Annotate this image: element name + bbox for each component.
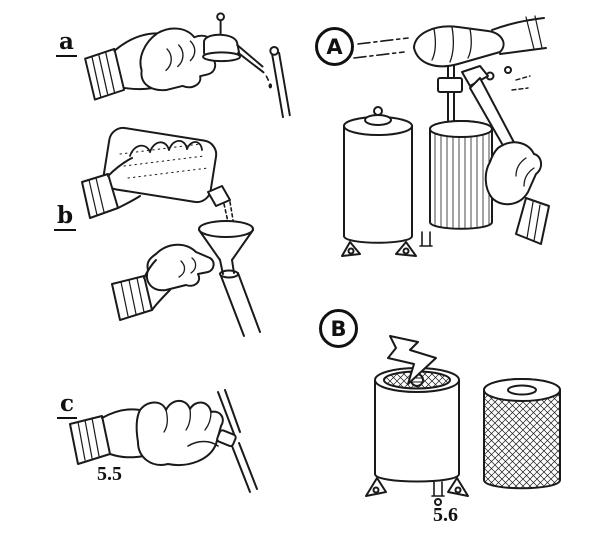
open-housing <box>374 367 460 483</box>
step-label-A: A <box>326 34 343 59</box>
pouring-oil-funnel-illustration <box>81 126 261 337</box>
lower-sleeve-cuff <box>515 197 550 245</box>
hand-adjusting-cable-illustration <box>69 389 258 493</box>
oil-drops <box>265 75 273 89</box>
loose-parts <box>485 66 531 91</box>
sleeve-cuff <box>84 47 126 101</box>
step-label-B: B <box>330 316 347 341</box>
step-marker-A: A <box>315 27 354 66</box>
motion-dashes <box>353 37 409 59</box>
step-label-b: b <box>54 204 77 231</box>
step-label-c: c <box>57 392 78 419</box>
cable <box>217 389 258 493</box>
adjustable-wrench <box>461 65 519 157</box>
insert-arrow <box>387 335 437 385</box>
figure-5-6-caption: 5.6 <box>433 504 458 526</box>
lower-hand <box>146 243 215 292</box>
oil-can <box>202 12 265 74</box>
sleeve-cuff <box>69 415 111 465</box>
housing-nut <box>437 77 463 93</box>
hand <box>135 399 224 466</box>
upper-sleeve-cuff <box>81 157 141 219</box>
figure-5-5-caption: 5.5 <box>97 463 122 485</box>
upper-hand <box>129 139 203 157</box>
left-canister <box>343 106 413 244</box>
top-sleeve-cuff <box>491 15 547 55</box>
filter-housing <box>429 120 493 230</box>
cable <box>269 46 291 119</box>
filter-element-removal-illustration <box>365 335 561 506</box>
lower-hand <box>484 141 542 206</box>
step-marker-B: B <box>319 309 358 348</box>
top-hand <box>413 25 505 68</box>
hand <box>139 27 217 92</box>
filter-element <box>483 378 561 490</box>
oiling-cable-illustration <box>84 12 291 119</box>
cable-adjuster <box>216 429 237 448</box>
step-label-a: a <box>56 30 77 57</box>
fill-tube <box>219 269 261 337</box>
funnel <box>198 220 254 275</box>
wrench-on-filter-housing-illustration <box>341 15 550 257</box>
housing-feet <box>365 477 469 506</box>
base-feet <box>341 231 433 257</box>
lower-sleeve-cuff <box>111 259 171 321</box>
pour-stream <box>223 201 234 223</box>
